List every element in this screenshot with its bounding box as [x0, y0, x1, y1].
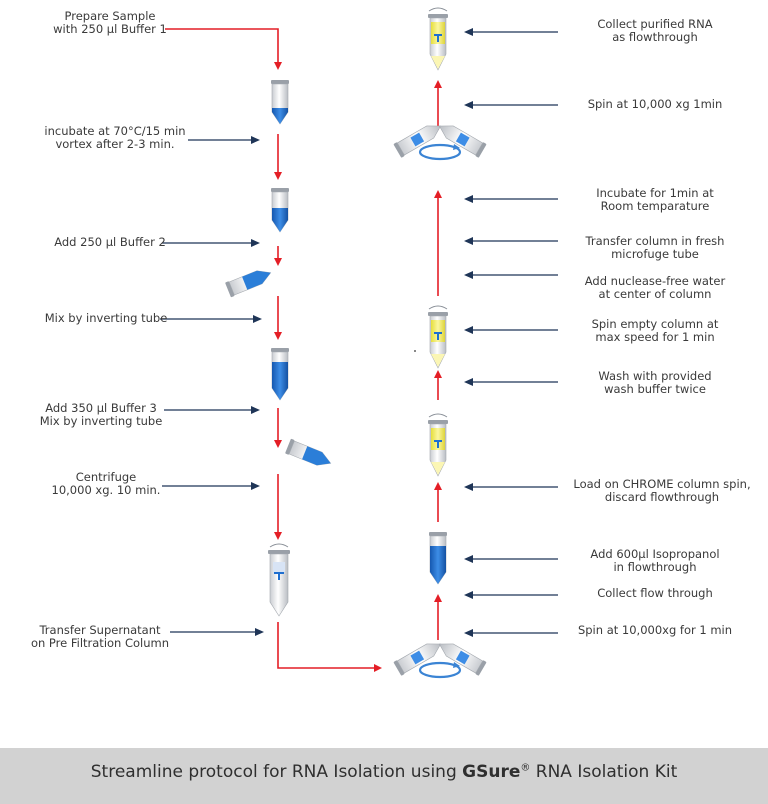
pre-filtration-column-icon [267, 543, 291, 617]
right-pointer-arrows [464, 28, 558, 637]
tube-blue-low-icon [270, 79, 290, 125]
centrifuge-spin-icon [392, 117, 488, 161]
tube-isopropanol-icon [428, 531, 448, 585]
footer-registered: ® [520, 762, 531, 774]
stray-dot [414, 350, 416, 352]
tube-inverted-icon [224, 264, 275, 298]
column-purified-rna-icon [427, 7, 449, 71]
footer-brand: GSure [462, 762, 521, 782]
left-step-4: Mix by inverting tube [44, 311, 168, 325]
left-pointer-arrows [160, 136, 264, 636]
footer-suffix: RNA Isolation Kit [530, 762, 678, 782]
left-flow-arrows [165, 28, 382, 672]
column-empty-spin-icon [427, 305, 449, 369]
tube-blue-icon [270, 187, 290, 233]
footer-banner: Streamline protocol for RNA Isolation us… [0, 748, 768, 804]
right-step-8: Load on CHROME column spin,discard flowt… [573, 477, 751, 504]
right-step-11: Spin at 10,000xg for 1 min [577, 623, 733, 637]
column-wash-icon [427, 413, 449, 477]
footer-caption: Streamline protocol for RNA Isolation us… [0, 762, 768, 782]
tube-blue-full-icon [270, 347, 290, 401]
centrifuge-spin-bottom-icon [392, 635, 488, 679]
tube-tilted-icon [284, 438, 335, 472]
right-step-10: Collect flow through [597, 586, 713, 600]
left-step-3: Add 250 µl Buffer 2 [54, 235, 166, 249]
footer-prefix: Streamline protocol for RNA Isolation us… [90, 762, 463, 782]
right-step-2: Spin at 10,000 xg 1min [587, 97, 723, 111]
